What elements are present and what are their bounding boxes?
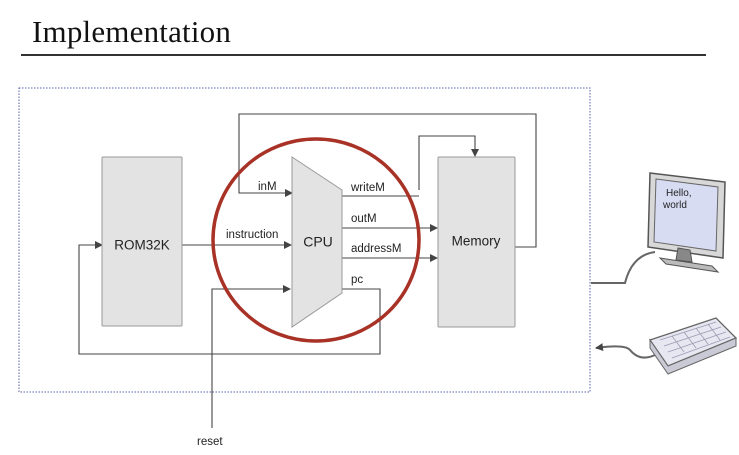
wires (78, 113, 656, 428)
wire-memory-top (418, 135, 479, 190)
signal-addressM-label: addressM (351, 243, 402, 255)
cpu-block (291, 156, 343, 328)
title-divider (21, 54, 706, 56)
signal-reset-label: reset (197, 436, 223, 448)
wire-to-screen (591, 251, 656, 284)
signal-writeM-label: writeM (350, 182, 385, 194)
signal-instruction-label: instruction (226, 229, 278, 241)
computer-boundary (18, 87, 591, 393)
monitor-icon: Hello, world (647, 172, 726, 273)
screen-text-line2: world (662, 200, 687, 211)
wire-reset (211, 285, 291, 428)
keyboard-icon (648, 317, 738, 375)
rom32k-label: ROM32K (114, 238, 170, 253)
screen-text-line1: Hello, (666, 188, 692, 199)
signal-inM-label: inM (258, 181, 277, 193)
memory-block (437, 156, 516, 328)
rom32k-block (101, 156, 183, 327)
slide-title: Implementation (32, 14, 232, 49)
wire-pc (78, 241, 381, 355)
wire-inM-loop (238, 113, 537, 248)
signal-outM-label: outM (351, 213, 377, 225)
wire-from-keyboard (595, 343, 656, 359)
signal-pc-label: pc (351, 274, 363, 286)
memory-label: Memory (452, 234, 501, 249)
cpu-label: CPU (303, 234, 333, 250)
cpu-highlight-circle (211, 137, 421, 343)
